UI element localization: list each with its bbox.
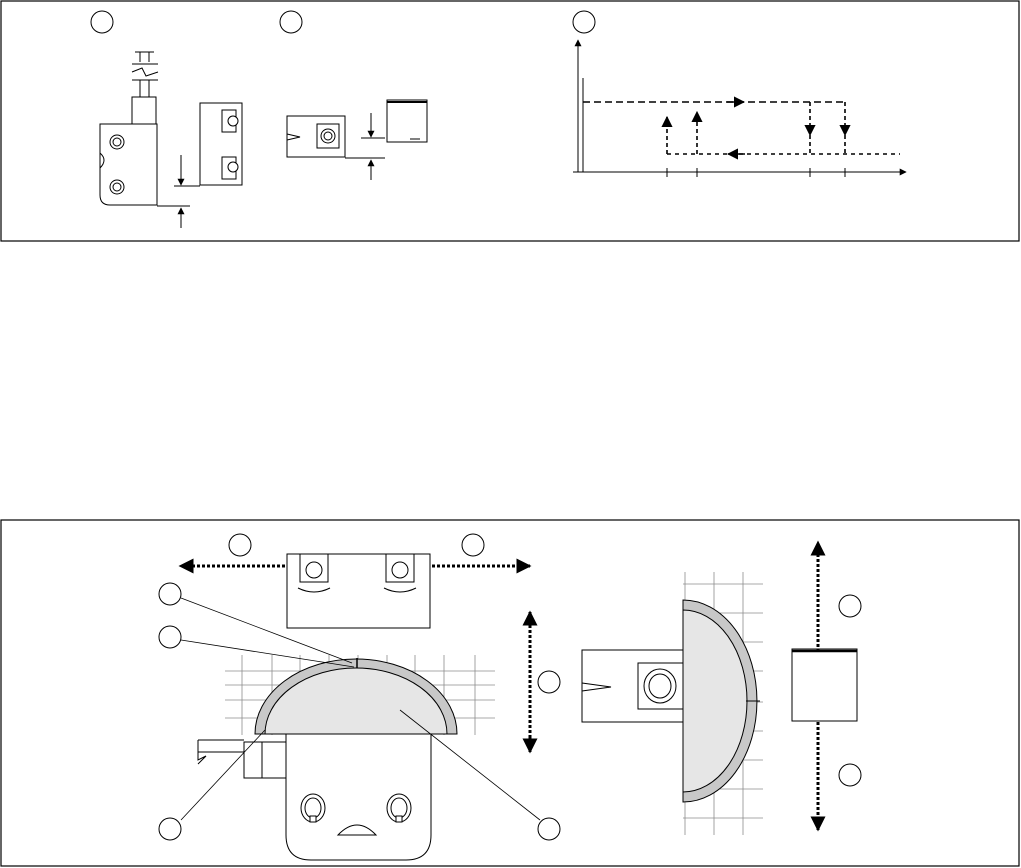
- bottom-panel-frame: [1, 520, 1019, 866]
- sensor-housing-icon: [198, 734, 431, 860]
- actuator-magnet-icon: [792, 649, 857, 721]
- bottom-panel: [1, 520, 1019, 866]
- callout: [229, 534, 251, 556]
- callout: [538, 818, 560, 840]
- actuator-magnet-icon: [200, 103, 242, 185]
- detection-zone-icon: [255, 658, 457, 734]
- actuator-magnet-icon: [387, 100, 427, 142]
- callout: [839, 764, 861, 786]
- sensor-top-icon: [582, 650, 683, 722]
- dimension-marker: [345, 113, 385, 180]
- dimension-marker: [157, 155, 200, 228]
- top-panel: [1, 1, 1019, 241]
- callout: [839, 595, 861, 617]
- switching-graph-icon: [573, 40, 906, 177]
- callout: [573, 11, 595, 33]
- callout: [159, 583, 181, 605]
- callout: [462, 534, 484, 556]
- callout: [159, 818, 181, 840]
- actuator-magnet-icon: [287, 554, 430, 628]
- sensor-housing-icon: [100, 52, 158, 205]
- sensor-top-icon: [287, 116, 345, 157]
- callout: [159, 626, 181, 648]
- callout: [91, 11, 113, 33]
- callout: [538, 671, 560, 693]
- detection-zone-icon: [683, 600, 760, 802]
- callout: [280, 11, 302, 33]
